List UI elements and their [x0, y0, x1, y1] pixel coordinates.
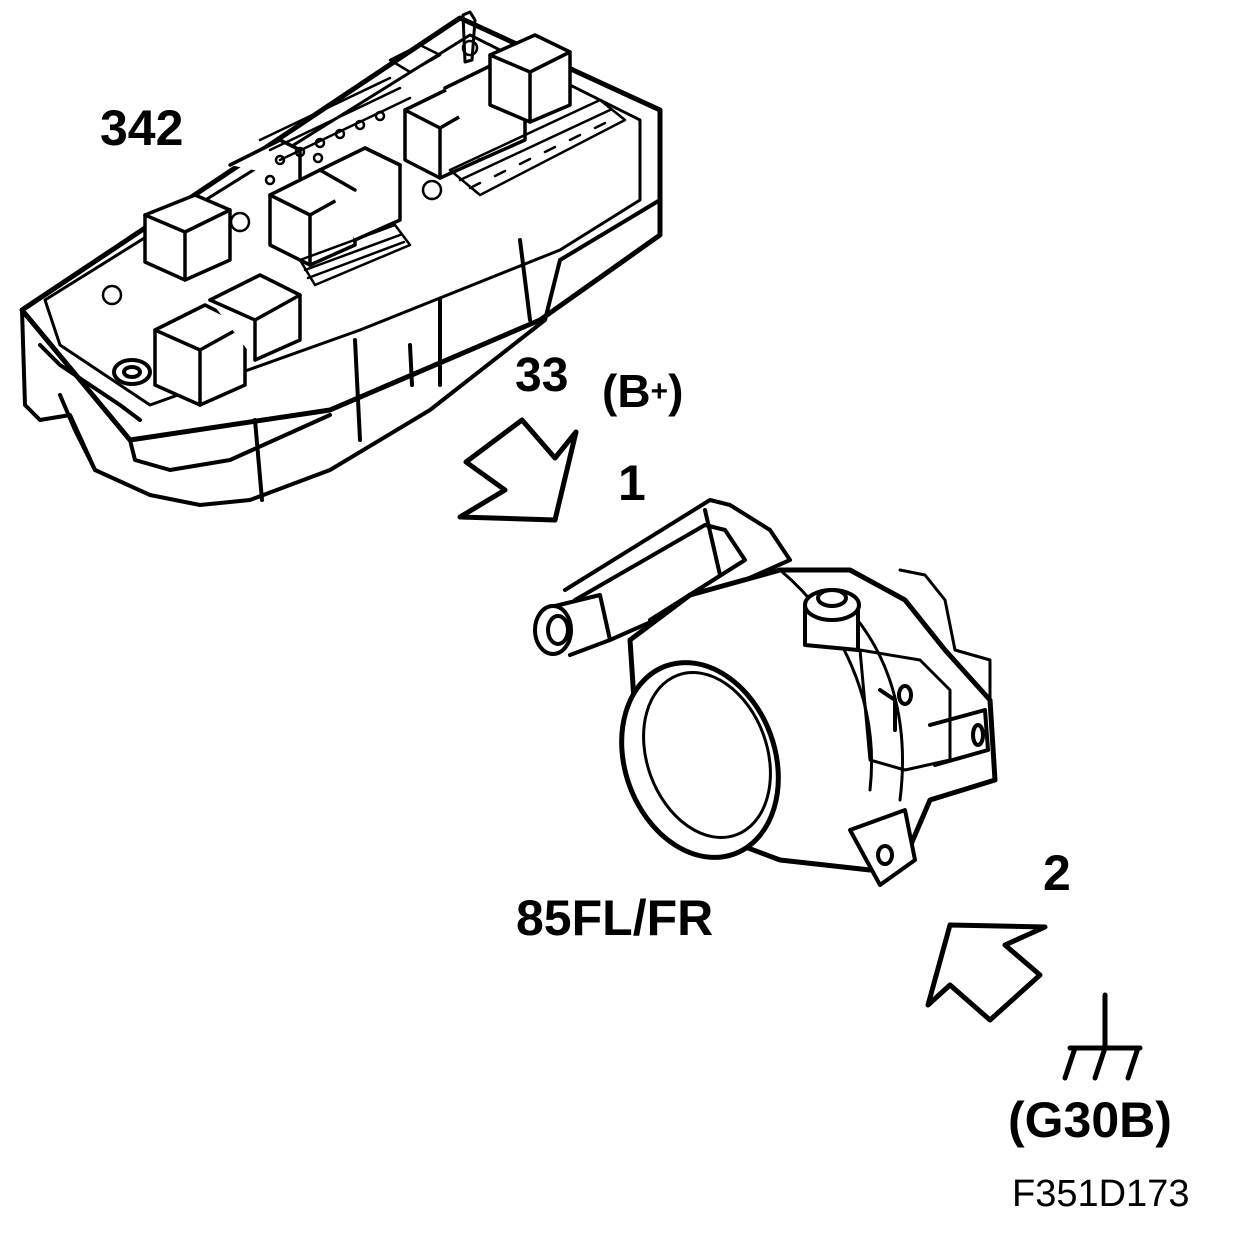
fog-lamp	[533, 498, 998, 887]
power-close: )	[668, 365, 684, 417]
pin-2-label: 2	[1043, 845, 1071, 901]
battery-positive-label: (B+)	[602, 368, 683, 414]
power-open: (B	[602, 365, 651, 417]
ground-label: (G30B)	[1008, 1092, 1172, 1148]
connector-33-label: 33	[515, 349, 569, 402]
power-sup: +	[650, 375, 669, 408]
fog-lamp-label: 85FL/FR	[516, 890, 714, 946]
ground-icon	[1062, 992, 1143, 1081]
pin-1-label: 1	[618, 455, 646, 511]
fuse-box-label: 342	[100, 100, 184, 156]
figure-id: F351D173	[1012, 1173, 1190, 1215]
arrow-ground-icon	[925, 922, 1048, 1023]
arrow-power-icon	[457, 417, 579, 523]
fuse-relay-box	[19, 10, 663, 507]
